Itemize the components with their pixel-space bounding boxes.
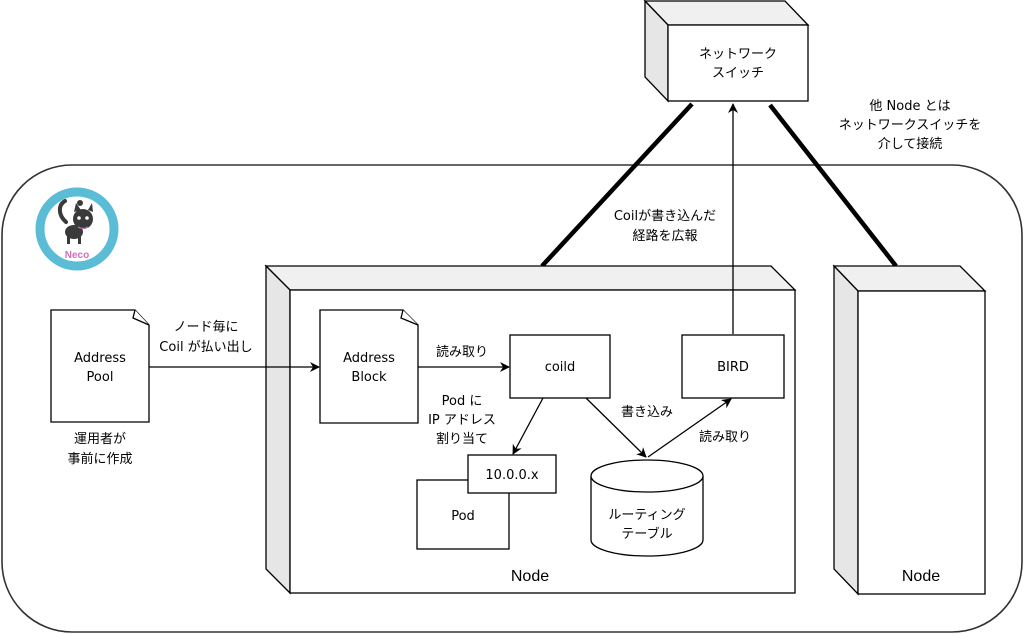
link-switch-to-node-other	[768, 103, 898, 268]
pod: Pod 10.0.0.x	[416, 454, 557, 550]
allocate-label-line2: Coil が払い出し	[159, 340, 252, 355]
routing-table-line1: ルーティング	[608, 508, 685, 523]
assign-label-line3: 割り当て	[436, 431, 488, 447]
neco-logo: Neco	[35, 187, 119, 271]
address-block-line1: Address	[343, 351, 395, 366]
note-line2: ネットワークスイッチを	[839, 118, 982, 133]
node-main-label: Node	[511, 568, 549, 585]
allocate-label-line1: ノード毎に	[173, 319, 238, 335]
address-pool-note-line2: 事前に作成	[67, 451, 132, 467]
routing-table: ルーティング テーブル	[590, 459, 704, 557]
address-block-line2: Block	[351, 370, 387, 385]
switch-label-line2: スイッチ	[712, 66, 764, 81]
advertise-label-line1: Coilが書き込んだ	[614, 209, 716, 224]
address-pool-line1: Address	[74, 351, 126, 366]
address-pool: Address Pool	[50, 309, 150, 423]
routing-table-line2: テーブル	[621, 526, 672, 542]
switch-label-line1: ネットワーク	[699, 47, 777, 62]
arrow-coild-to-pod	[512, 397, 544, 455]
bird-label: BIRD	[717, 360, 749, 375]
note-line3: 介して接続	[878, 136, 943, 152]
advertise-label-line2: 経路を広報	[632, 228, 697, 244]
pod-ip-label: 10.0.0.x	[485, 468, 538, 483]
link-switch-to-node-main	[540, 102, 694, 268]
address-pool-note-line1: 運用者が	[74, 432, 126, 447]
network-switch: ネットワーク スイッチ	[643, 0, 810, 103]
write-label: 書き込み	[621, 405, 673, 420]
assign-label-line1: Pod に	[442, 394, 483, 409]
note-line1: 他 Node とは	[869, 99, 950, 114]
coild-box: coild	[509, 334, 611, 399]
logo-text: Neco	[65, 250, 89, 261]
node-other: Node	[832, 264, 987, 596]
assign-label-line2: IP アドレス	[428, 413, 496, 428]
arrow-table-to-bird	[647, 398, 732, 458]
node-other-label: Node	[902, 568, 940, 585]
address-pool-line2: Pool	[87, 370, 114, 385]
arrow-coild-to-table	[585, 397, 647, 458]
read-label-1: 読み取り	[436, 344, 488, 360]
other-node-note: 他 Node とは ネットワークスイッチを 介して接続	[839, 99, 982, 152]
coild-label: coild	[545, 360, 576, 375]
bird-box: BIRD	[681, 334, 785, 399]
read-label-2: 読み取り	[699, 429, 751, 445]
address-block: Address Block	[319, 309, 419, 424]
pod-label: Pod	[451, 509, 475, 524]
cat-icon	[57, 199, 93, 244]
